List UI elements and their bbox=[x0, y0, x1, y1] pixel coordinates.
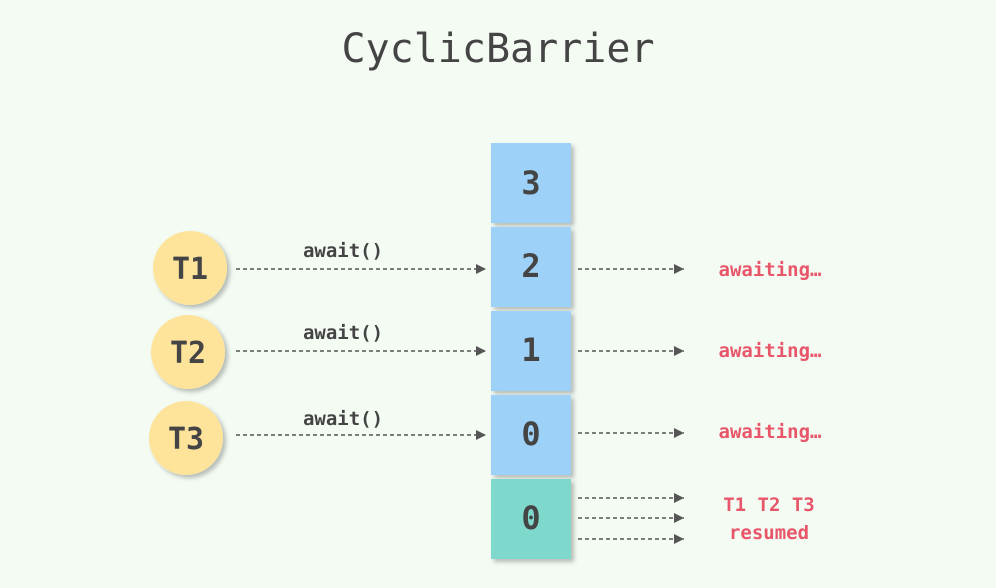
counter-value-t2: 1 bbox=[521, 331, 540, 369]
status-text-t2: awaiting… bbox=[719, 340, 822, 362]
thread-node-t2 bbox=[151, 315, 225, 389]
counter-cell-tripped bbox=[491, 479, 571, 559]
counter-column: 3 2 1 0 0 bbox=[491, 143, 571, 559]
counter-value-initial: 3 bbox=[521, 164, 540, 202]
counter-cell-t3 bbox=[491, 395, 571, 475]
counter-cell-t2 bbox=[491, 311, 571, 391]
resumed-threads-label: T1 T2 T3 bbox=[723, 494, 815, 516]
status-text-t1: awaiting… bbox=[719, 259, 822, 281]
await-call-label-t1: await() bbox=[303, 240, 383, 262]
await-call-label-t3: await() bbox=[303, 408, 383, 430]
diagram-title: CyclicBarrier bbox=[341, 26, 654, 72]
thread-label-t3: T3 bbox=[168, 422, 204, 457]
counter-cell-initial bbox=[491, 143, 571, 223]
thread-node-t1 bbox=[153, 231, 227, 305]
counter-value-t3: 0 bbox=[521, 415, 540, 453]
await-call-label-t2: await() bbox=[303, 322, 383, 344]
counter-value-tripped: 0 bbox=[521, 499, 540, 537]
resumed-status-label: resumed bbox=[729, 522, 809, 544]
counter-value-t1: 2 bbox=[521, 247, 540, 285]
thread-t2: T2 await() awaiting… bbox=[151, 315, 821, 389]
thread-label-t2: T2 bbox=[170, 336, 206, 371]
thread-label-t1: T1 bbox=[172, 252, 208, 287]
thread-t1: T1 await() awaiting… bbox=[153, 231, 821, 305]
thread-node-t3 bbox=[149, 401, 223, 475]
barrier-tripped: T1 T2 T3 resumed bbox=[578, 493, 815, 544]
counter-cell-t1 bbox=[491, 227, 571, 307]
status-text-t3: awaiting… bbox=[719, 421, 822, 443]
thread-t3: T3 await() awaiting… bbox=[149, 401, 821, 475]
